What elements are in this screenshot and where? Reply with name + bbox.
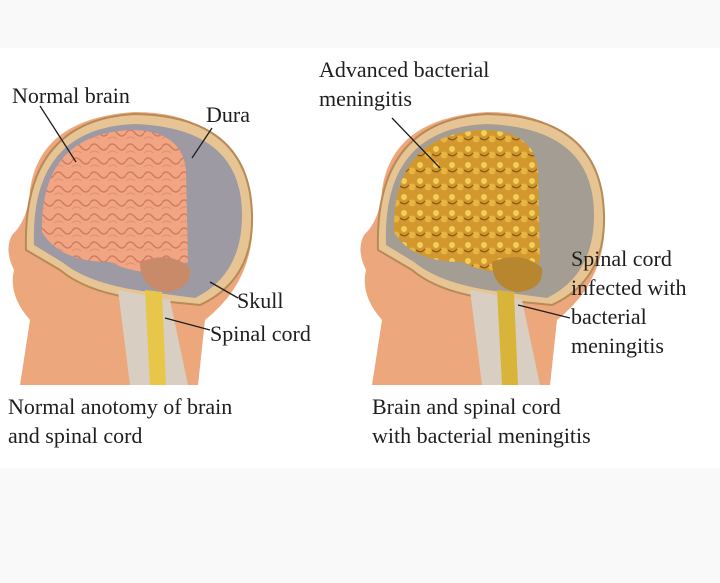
label-infected-line-3: bacterial (571, 304, 647, 329)
label-spinal-cord-infected: Spinal cord infected with bacterial meni… (571, 244, 686, 360)
infected-brain-shape (393, 130, 540, 272)
leader-advanced (391, 117, 441, 169)
infected-spinal-cord-shape (497, 290, 518, 385)
leader-skull (209, 281, 239, 299)
infected-cerebellum (492, 257, 543, 292)
caption-meningitis-line-1: Brain and spinal cord (372, 394, 561, 419)
leader-lines (39, 105, 571, 331)
leader-dura (191, 127, 213, 159)
leader-normal-brain (39, 105, 77, 163)
label-normal-brain: Normal brain (12, 83, 130, 108)
caption-normal: Normal anotomy of brain and spinal cord (8, 392, 232, 450)
spinal-cord-shape (145, 290, 166, 385)
label-advanced-line-1: Advanced bacterial (319, 57, 490, 82)
label-infected-line-4: meningitis (571, 333, 664, 358)
caption-normal-line-1: Normal anotomy of brain (8, 394, 233, 419)
leader-spinal-cord (164, 317, 211, 331)
caption-meningitis-line-2: with bacterial meningitis (372, 423, 591, 448)
label-infected-line-1: Spinal cord (571, 246, 672, 271)
leader-infected (517, 304, 571, 319)
caption-normal-line-2: and spinal cord (8, 423, 143, 448)
label-skull: Skull (237, 288, 284, 313)
cerebellum-shape (140, 257, 191, 292)
label-spinal-cord: Spinal cord (210, 321, 311, 346)
brain-folds (41, 130, 189, 272)
caption-meningitis: Brain and spinal cord with bacterial men… (372, 392, 591, 450)
label-dura: Dura (206, 102, 250, 127)
label-infected-line-2: infected with (571, 275, 687, 300)
label-advanced-line-2: meningitis (319, 86, 412, 111)
infected-head-illustration (360, 112, 606, 385)
normal-head-illustration (8, 112, 254, 385)
label-advanced-meningitis: Advanced bacterial meningitis (319, 55, 489, 113)
